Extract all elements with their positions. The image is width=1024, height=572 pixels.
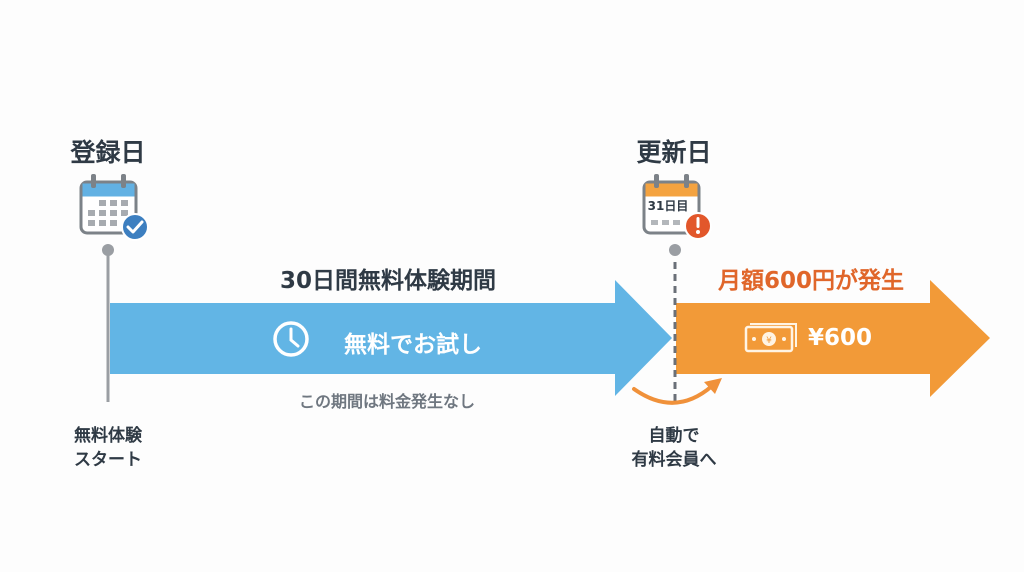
calendar-alert-icon — [642, 174, 712, 240]
trial-arrow-text: 無料でお試し — [344, 332, 482, 358]
renewal-label-line2: 有料会員へ — [631, 450, 717, 470]
auto-convert-curved-arrow-icon — [632, 378, 722, 405]
renewal-date-heading: 更新日 — [636, 138, 712, 167]
start-label: 無料体験 スタート — [74, 424, 142, 472]
start-label-line2: スタート — [74, 450, 142, 470]
paid-period-arrow — [676, 280, 990, 397]
start-date-heading: 登録日 — [70, 138, 146, 167]
money-bill-icon: ¥ — [744, 323, 797, 353]
start-label-line1: 無料体験 — [74, 426, 142, 446]
renewal-marker-dot — [669, 244, 681, 256]
calendar-check-icon — [79, 174, 149, 241]
paid-period-title: 月額600円が発生 — [717, 268, 905, 294]
trial-note: この期間は料金発生なし — [298, 392, 476, 411]
trial-period-title: 30日間無料体験期間 — [279, 268, 497, 294]
start-marker-dot — [102, 244, 114, 256]
calendar-day-label: 31日目 — [647, 199, 689, 213]
trial-period-arrow — [110, 280, 672, 396]
clock-icon — [273, 321, 309, 357]
paid-arrow-text: ¥600 — [807, 325, 873, 351]
renewal-label-line1: 自動で — [648, 426, 700, 446]
renewal-label: 自動で 有料会員へ — [632, 424, 717, 472]
svg-text:¥: ¥ — [766, 336, 772, 346]
